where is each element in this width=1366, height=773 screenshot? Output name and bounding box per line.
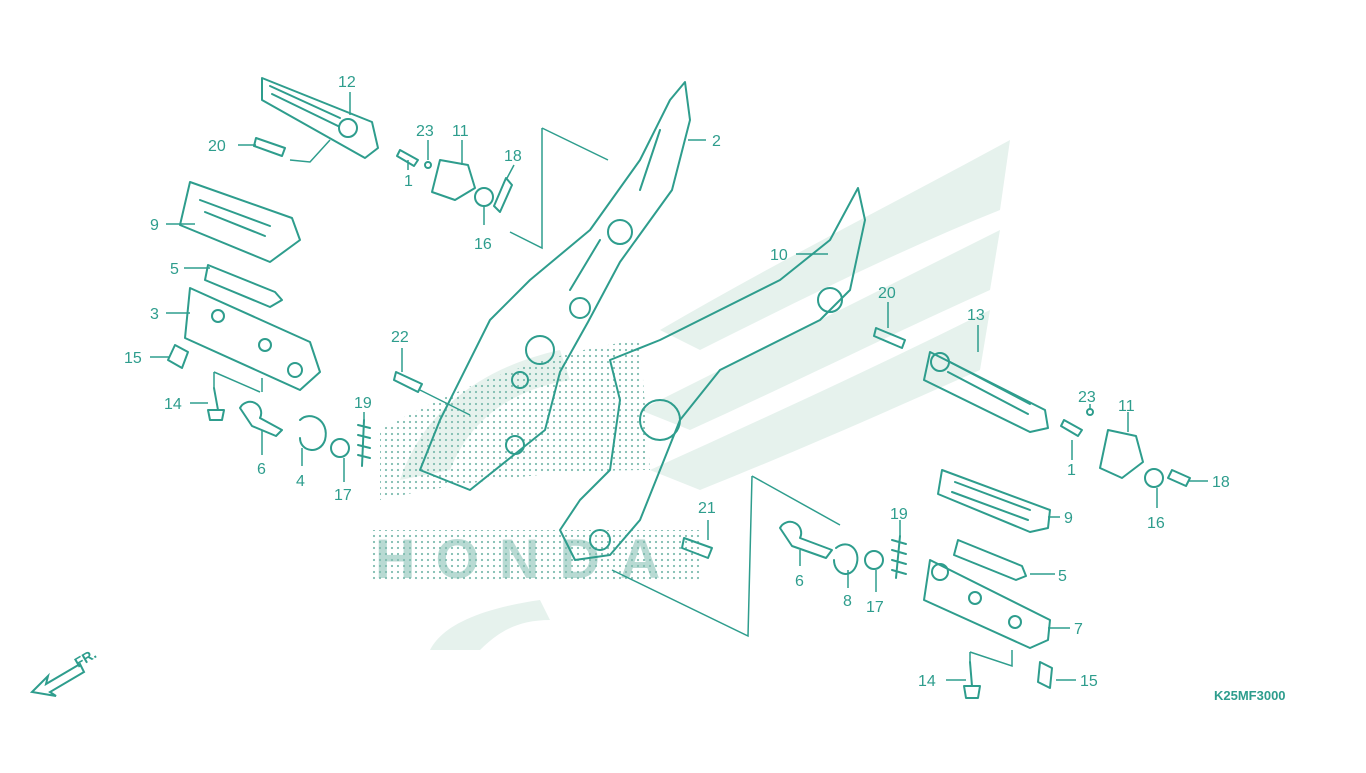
footpeg-body-left xyxy=(184,287,321,391)
callout-19a: 19 xyxy=(354,395,372,412)
footpeg-body-right xyxy=(923,559,1051,649)
bracket-10 xyxy=(559,187,866,561)
washer-17-right xyxy=(864,550,884,570)
callout-22: 22 xyxy=(391,329,409,346)
callout-9b: 9 xyxy=(1064,510,1073,527)
screw-1-left xyxy=(396,149,419,167)
callout-17a: 17 xyxy=(334,487,352,504)
callout-14a: 14 xyxy=(164,396,182,413)
callout-18b: 18 xyxy=(1212,474,1230,491)
washer-23-left xyxy=(424,161,432,169)
plate-right xyxy=(953,539,1027,581)
washer-17-left xyxy=(330,438,350,458)
callout-23a: 23 xyxy=(416,123,434,140)
washer-16-right xyxy=(1144,468,1164,488)
callout-11a: 11 xyxy=(452,123,469,140)
callout-16b: 16 xyxy=(1147,515,1165,532)
callout-19b: 19 xyxy=(890,506,908,523)
bolt-20-right xyxy=(873,327,906,349)
footpeg-rubber-right xyxy=(937,469,1051,533)
callout-15a: 15 xyxy=(124,350,142,367)
spring-19-left xyxy=(357,419,371,467)
footpeg-rubber-left xyxy=(179,181,301,263)
bolt-21 xyxy=(681,537,713,559)
bolt-14-left xyxy=(207,387,225,421)
pin-6-right xyxy=(779,520,833,559)
callout-2: 2 xyxy=(712,133,721,150)
callout-16a: 16 xyxy=(474,236,492,253)
bolt-15-left xyxy=(167,344,189,369)
callout-21: 21 xyxy=(698,500,716,517)
bolt-18-left xyxy=(493,177,513,213)
watermark-text: HONDA xyxy=(375,527,680,590)
leader-lines xyxy=(150,92,1208,681)
callout-23b: 23 xyxy=(1078,389,1096,406)
pin-6-left xyxy=(239,400,283,437)
plate-left xyxy=(204,264,283,308)
diagram-code: K25MF3000 xyxy=(1214,688,1286,703)
footpeg-rear-right xyxy=(923,351,1049,433)
callout-5b: 5 xyxy=(1058,568,1067,585)
callout-5a: 5 xyxy=(170,261,179,278)
front-arrow-icon xyxy=(29,662,86,697)
callout-18a: 18 xyxy=(504,148,522,165)
front-direction-indicator: FR. xyxy=(29,645,99,697)
callout-9a: 9 xyxy=(150,217,159,234)
callout-20b: 20 xyxy=(878,285,896,302)
callout-8: 8 xyxy=(843,593,852,610)
callout-13: 13 xyxy=(967,307,985,324)
washer-16-left xyxy=(474,187,494,207)
bolt-15-right xyxy=(1037,661,1053,689)
callout-labels: 12 20 23 11 18 1 16 2 9 5 3 15 14 6 4 17… xyxy=(124,74,1230,690)
callout-17b: 17 xyxy=(866,599,884,616)
callout-3: 3 xyxy=(150,306,159,323)
callout-10: 10 xyxy=(770,247,788,264)
screw-1-right xyxy=(1060,419,1083,437)
bolt-14-right xyxy=(963,661,981,699)
callout-4: 4 xyxy=(296,473,305,490)
callout-20a: 20 xyxy=(208,138,226,155)
callout-11b: 11 xyxy=(1118,398,1135,415)
parts-drawing xyxy=(167,77,1191,699)
callout-1b: 1 xyxy=(1067,462,1076,479)
spring-19-right xyxy=(891,535,907,579)
bracket-2 xyxy=(419,81,691,491)
callout-12a: 12 xyxy=(338,74,356,91)
spring-8 xyxy=(833,543,859,575)
watermark-halftone xyxy=(370,340,700,580)
callout-7: 7 xyxy=(1074,621,1083,638)
callout-15b: 15 xyxy=(1080,673,1098,690)
spring-4-left xyxy=(299,415,327,451)
plate-11-right xyxy=(1099,429,1144,479)
callout-6b: 6 xyxy=(795,573,804,590)
bolt-20-left xyxy=(253,137,286,157)
callout-14b: 14 xyxy=(918,673,936,690)
plate-11-left xyxy=(431,159,476,201)
bolt-22 xyxy=(393,371,423,393)
bolt-18-right xyxy=(1167,469,1191,487)
callout-6a: 6 xyxy=(257,461,266,478)
callout-1a: 1 xyxy=(404,173,413,190)
footpeg-rear-left xyxy=(261,77,379,159)
